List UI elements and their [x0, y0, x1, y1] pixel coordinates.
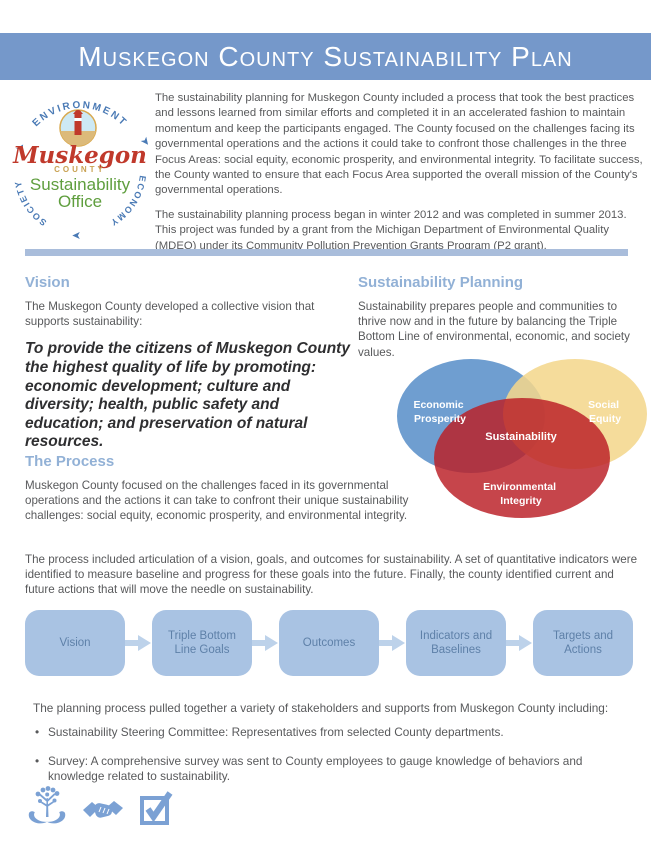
venn-social-label: Social Equity [588, 399, 622, 425]
flow-step-label: Indicators and Baselines [419, 629, 493, 657]
vision-lead: The Muskegon County developed a collecti… [25, 300, 315, 329]
process-summary: The process included articulation of a v… [25, 552, 638, 597]
logo-office-line1: Sustainability [30, 175, 131, 194]
vision-statement: To provide the citizens of Muskegon Coun… [25, 340, 350, 451]
vision-section: Vision The Muskegon County developed a c… [25, 274, 357, 467]
flow-step-label: Outcomes [302, 636, 356, 649]
planning-section: Sustainability Planning Sustainability p… [358, 274, 644, 360]
flow-arrow [252, 632, 279, 654]
logo-graphic: ENVIRONMENT ECONOMY SOCIETY ➤ ➤ ➤ [12, 100, 153, 241]
flow-step-label: Targets and Actions [552, 629, 614, 657]
right-arrow-icon [252, 635, 278, 651]
planning-heading: Sustainability Planning [358, 274, 524, 291]
flow-step-indicators: Indicators and Baselines [406, 610, 506, 676]
process-section: The Process Muskegon County focused on t… [25, 453, 423, 524]
flow-step-outcomes: Outcomes [279, 610, 379, 676]
process-body: Muskegon County focused on the challenge… [25, 479, 409, 523]
venn-environmental-ellipse [434, 398, 610, 518]
flow-arrow [506, 632, 533, 654]
intro-paragraph-1: The sustainability planning for Muskegon… [155, 92, 643, 197]
logo-county-caps: COUNTY [54, 165, 106, 174]
handshake-icon [83, 801, 123, 818]
flow-step-label: Vision [59, 636, 91, 649]
page-title: Muskegon County Sustainability Plan [78, 40, 573, 72]
intro-paragraph-2: The sustainability planning process bega… [155, 208, 627, 252]
bullet-text: Sustainability Steering Committee: Repre… [48, 725, 504, 739]
flow-arrow [125, 632, 152, 654]
venn-economic-label: Economic Prosperity [413, 399, 466, 425]
venn-environmental-label: Environmental Integrity [483, 481, 559, 507]
stakeholders-intro: The planning process pulled together a v… [33, 701, 609, 715]
logo-office-line2: Office [58, 192, 102, 211]
right-arrow-icon [379, 635, 405, 651]
right-arrow-icon [506, 635, 532, 651]
flow-arrow [379, 632, 406, 654]
checkbox-checked-icon [140, 791, 173, 825]
flow-step-vision: Vision [25, 610, 125, 676]
process-heading: The Process [25, 453, 115, 470]
triple-bottom-line-venn-diagram: Economic Prosperity Social Equity Sustai… [393, 356, 651, 520]
flow-step-targets: Targets and Actions [533, 610, 633, 676]
logo-muskegon-script: Muskegon [12, 142, 147, 169]
stakeholder-bullet-committee: Sustainability Steering Committee: Repre… [35, 725, 635, 740]
venn-center-label: Sustainability [485, 431, 557, 443]
header-bar: Muskegon County Sustainability Plan [0, 33, 651, 80]
stakeholder-bullet-survey: Survey: A comprehensive survey was sent … [35, 754, 635, 784]
lighthouse-emblem-icon [59, 109, 97, 147]
flow-step-label: Triple Bottom Line Goals [168, 629, 236, 657]
hands-holding-tree-icon [28, 786, 66, 824]
process-flow-diagram: Vision Triple Bottom Line Goals Outcomes… [25, 609, 633, 677]
arrow-icon: ➤ [72, 229, 81, 241]
vision-heading: Vision [25, 274, 70, 291]
right-arrow-icon [125, 635, 151, 651]
venn-graphic: Economic Prosperity Social Equity Sustai… [397, 359, 647, 518]
section-divider [25, 249, 628, 256]
intro-block: The sustainability planning for Muskegon… [155, 91, 644, 263]
stakeholders-list: Sustainability Steering Committee: Repre… [35, 725, 635, 798]
sustainability-office-logo: ENVIRONMENT ECONOMY SOCIETY ➤ ➤ ➤ [8, 84, 158, 246]
footer-icons [26, 784, 174, 826]
flow-step-goals: Triple Bottom Line Goals [152, 610, 252, 676]
bullet-text: Survey: A comprehensive survey was sent … [48, 754, 583, 783]
planning-body: Sustainability prepares people and commu… [358, 300, 630, 359]
